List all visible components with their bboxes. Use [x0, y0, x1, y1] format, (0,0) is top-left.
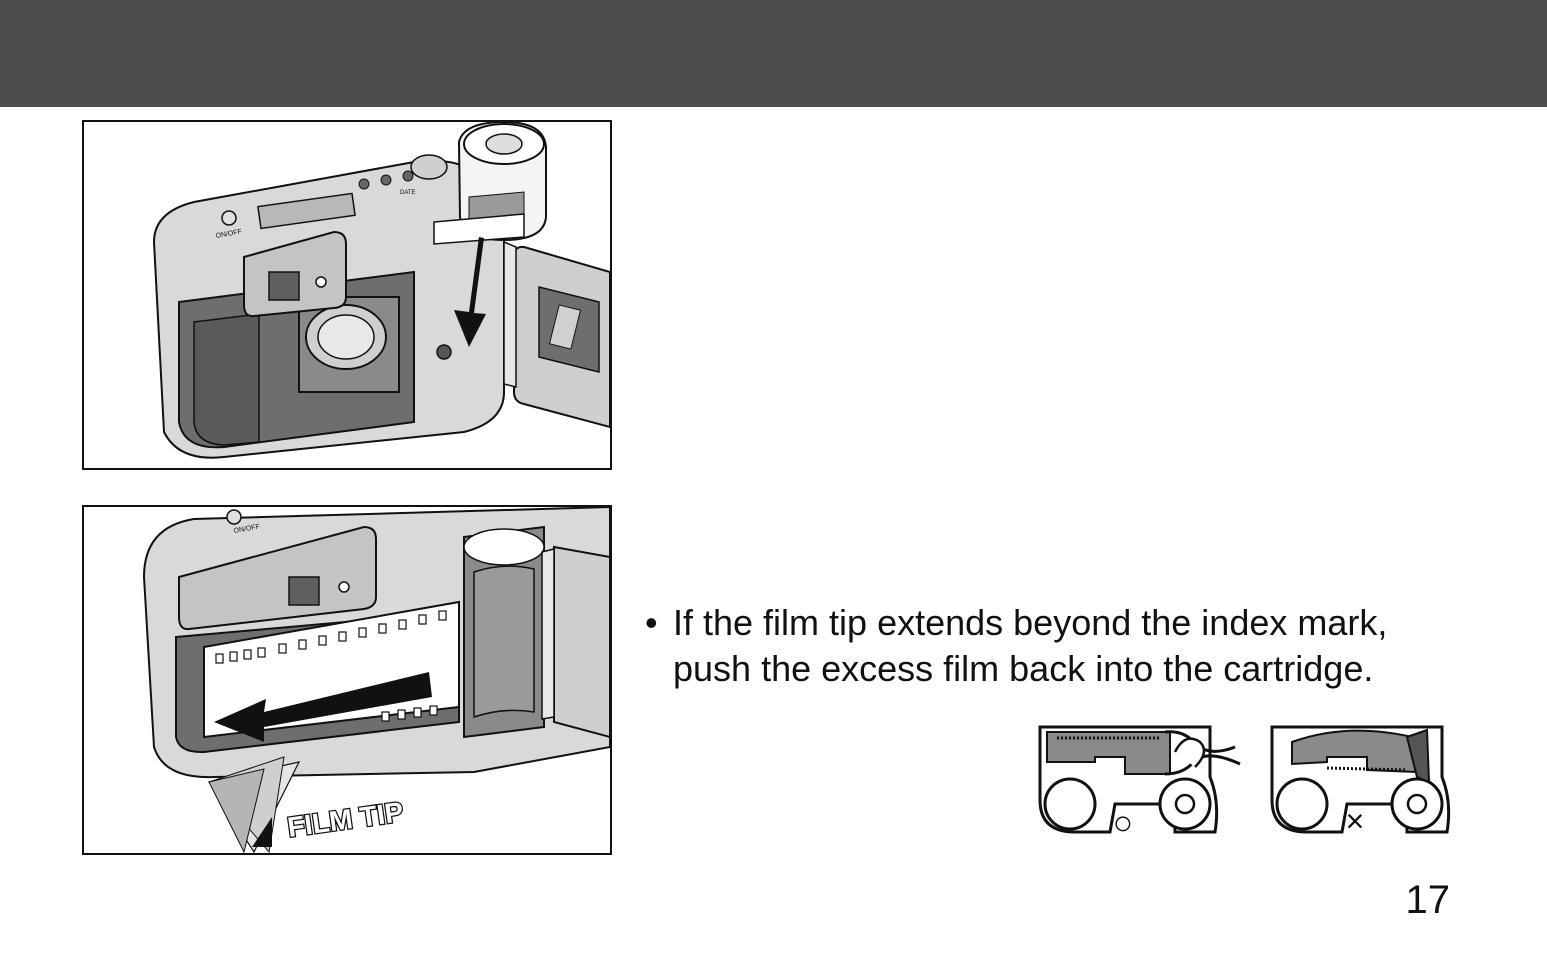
wrong-mark: ×	[1346, 803, 1365, 839]
figure-cartridge-insertion: ON/OFF DATE	[82, 120, 612, 470]
film-cartridge-icon	[433, 122, 547, 245]
correct-position-diagram: ○	[1038, 725, 1241, 842]
onoff-button-label: ON/OFF	[215, 228, 242, 239]
insert-arrow-icon	[454, 237, 486, 347]
film-tip-index-icon	[208, 756, 301, 853]
page-number: 17	[1405, 878, 1451, 922]
header-bar	[0, 0, 1547, 107]
instruction-line-1: If the film tip extends beyond the index…	[673, 602, 1388, 643]
pull-film-arrow-icon	[214, 672, 432, 742]
correct-mark: ○	[1113, 804, 1134, 842]
figure-film-tip: ON/OFF FILM TIP	[82, 505, 612, 855]
onoff-button-label: ON/OFF	[233, 523, 260, 534]
bullet-marker: •	[645, 602, 658, 643]
date-button-label: DATE	[400, 190, 416, 196]
camera-loading-illustration: ON/OFF DATE	[152, 122, 610, 459]
film-position-diagram: ○ ×	[1035, 722, 1455, 844]
incorrect-position-diagram: ×	[1270, 725, 1451, 839]
instruction-line-2: push the excess film back into the cartr…	[673, 648, 1374, 689]
film-tip-label: FILM TIP	[286, 796, 406, 843]
film-tip-illustration: ON/OFF FILM TIP	[142, 507, 610, 853]
